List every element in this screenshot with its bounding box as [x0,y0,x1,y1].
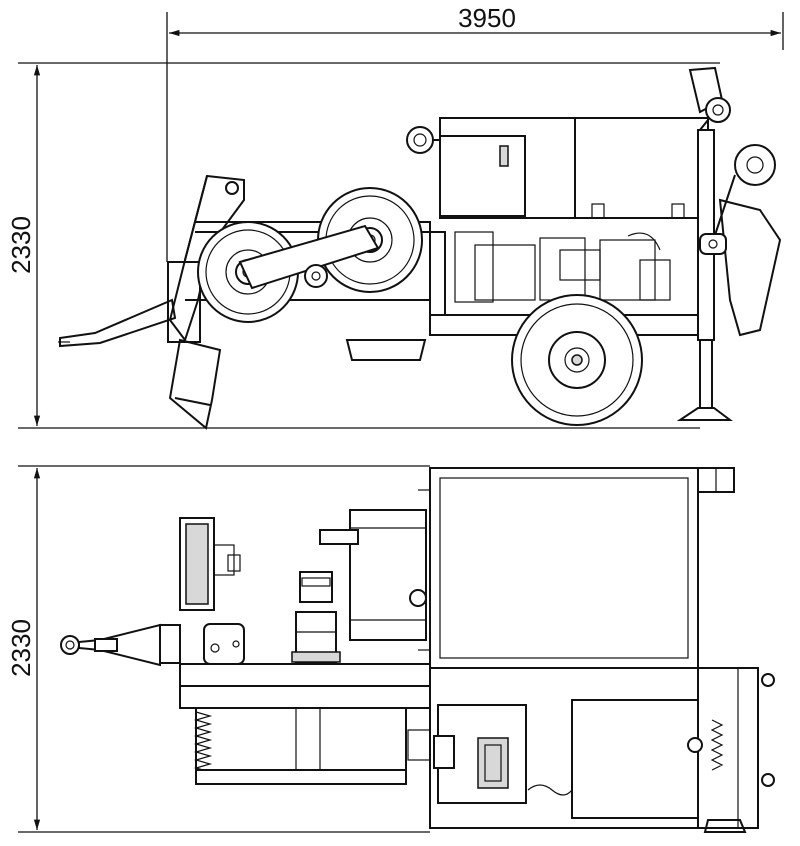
rear-arm-side [699,144,782,337]
front-stand-side [168,338,222,430]
dimension-width-top-label: 2330 [6,619,36,677]
dimension-length: 3950 [166,3,784,262]
guide-roller-side [688,66,731,131]
wheel-side [511,294,643,426]
capstan-top [291,571,341,663]
dimension-length-label: 3950 [458,3,516,33]
dimension-height-side-label: 2330 [6,216,36,274]
top-roller-side [406,126,440,154]
tow-bar-side [58,298,177,348]
engine-cabinet-side [439,117,709,219]
tank-side [345,339,427,361]
engine-block-side [454,231,671,303]
rear-tensioner-top [687,667,775,833]
drive-belt-side [238,224,380,290]
rear-hinge-top [697,467,735,493]
top-view [60,467,775,833]
dimension-height-side: 2330 [6,62,720,429]
engine-cabinet-top [418,467,699,669]
front-frame-top [179,517,245,665]
tow-bar-top [60,623,181,667]
side-view [58,66,782,430]
dimension-width-top: 2330 [6,465,430,833]
reel-holder-top [319,509,427,641]
engine-bay-top [407,667,699,829]
chassis-top [179,663,431,785]
